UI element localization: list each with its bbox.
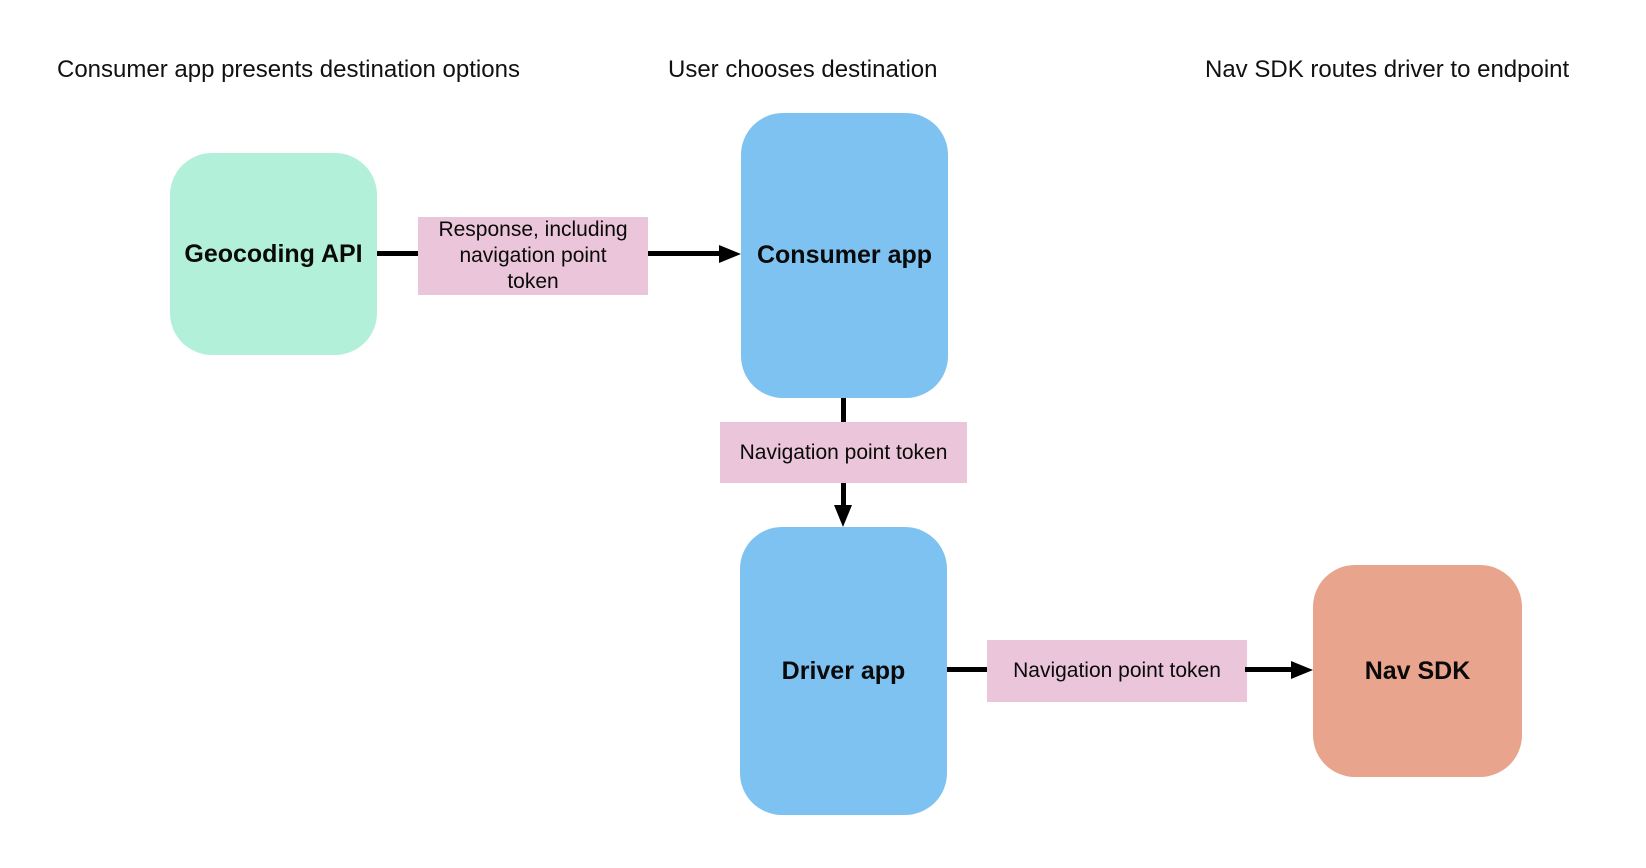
node-driver-app-label: Driver app [781, 656, 906, 685]
node-nav-sdk-label: Nav SDK [1364, 656, 1471, 685]
arrowhead-into-consumer-app-icon [719, 245, 741, 263]
arrowhead-into-nav-sdk-icon [1291, 661, 1313, 679]
arrowhead-into-driver-app-icon [834, 505, 852, 527]
node-consumer-app-label: Consumer app [756, 241, 933, 269]
node-geocoding-api-label: Geocoding API [184, 239, 363, 268]
stage-heading-navsdk-routes: Nav SDK routes driver to endpoint [1205, 56, 1570, 83]
node-nav-sdk: Nav SDK [1313, 565, 1522, 777]
arrow-label-to-driver-line [841, 483, 846, 506]
node-consumer-app: Consumer app [741, 113, 948, 398]
edge-label-response-including-token: Response, including navigation point tok… [418, 217, 648, 295]
arrow-label-to-consumer-line [648, 251, 720, 256]
edge-label-navigation-point-token-1: Navigation point token [720, 422, 967, 483]
node-geocoding-api: Geocoding API [170, 153, 377, 355]
stage-heading-user-chooses: User chooses destination [668, 56, 938, 83]
arrow-geocoding-to-label-line [377, 251, 418, 256]
edge-label-navigation-point-token-2: Navigation point token [987, 640, 1247, 702]
arrow-driver-to-label-line [947, 667, 987, 672]
node-driver-app: Driver app [740, 527, 947, 815]
arrow-consumer-to-label-line [841, 398, 846, 422]
arrow-label-to-navsdk-line [1245, 667, 1292, 672]
stage-heading-consumer-presents: Consumer app presents destination option… [57, 56, 520, 83]
